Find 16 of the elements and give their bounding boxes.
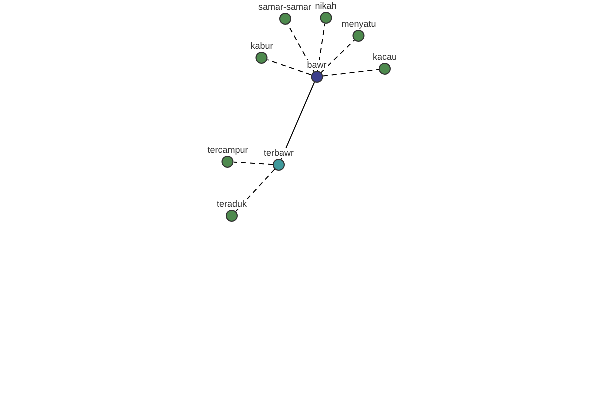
node-label: menyatu (340, 19, 378, 29)
node-label: kacau (372, 52, 398, 62)
dashed-connector (267, 59, 312, 76)
node-label: tercampur (206, 145, 250, 155)
dashed-connector (320, 40, 356, 74)
node-label: samar-samar (258, 2, 312, 12)
node-label: terbawr (263, 148, 295, 158)
dashed-connector (233, 162, 274, 166)
dashed-connector (322, 69, 380, 77)
node-label: bawr (306, 60, 328, 70)
node-label: teraduk (216, 199, 248, 209)
node-label: nikah (314, 1, 338, 11)
dashed-connector (236, 168, 276, 212)
dashed-connector (317, 23, 326, 72)
connector-line (280, 82, 316, 160)
node-label: kabur (250, 41, 274, 51)
